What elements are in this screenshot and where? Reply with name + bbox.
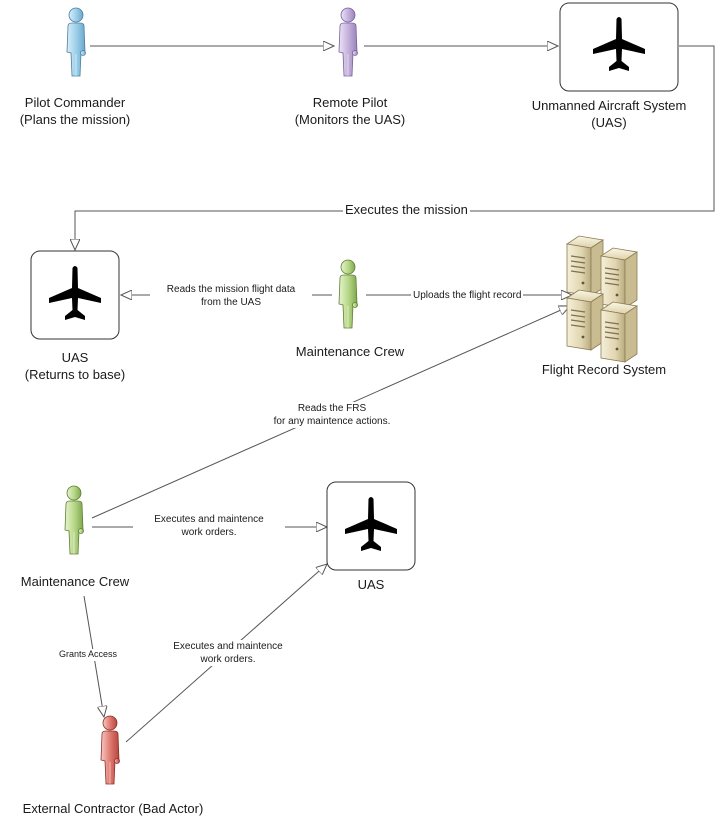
maintenance-crew-top-label: Maintenance Crew <box>295 344 405 359</box>
uas-return-box <box>30 250 120 340</box>
person-icon <box>338 7 358 77</box>
pilot-commander-label: Pilot Commander (Plans the mission) <box>0 95 150 129</box>
person-icon <box>66 7 86 77</box>
connectors <box>75 45 715 743</box>
reads-frs-line1: Reads the FRS <box>297 403 367 414</box>
person-icon <box>64 485 84 555</box>
server-icon <box>566 235 638 363</box>
reads-frs-label: Reads the FRS for any maintence actions. <box>250 402 414 428</box>
uas-bottom-label: UAS <box>357 577 385 592</box>
uas-return-name: UAS <box>61 350 89 365</box>
uas-system-box <box>559 2 679 92</box>
person-icon <box>338 259 358 329</box>
contractor-executes-orders-line2: work orders. <box>200 654 256 665</box>
uas-system-name: Unmanned Aircraft System <box>531 98 687 113</box>
reads-flight-data-line1: Reads the mission flight data <box>166 284 296 295</box>
reads-flight-data-label: Reads the mission flight data from the U… <box>150 283 312 309</box>
uas-bottom-box <box>326 481 416 571</box>
person-icon <box>100 715 120 785</box>
reads-flight-data-line2: from the UAS <box>200 297 262 308</box>
flight-record-system-label: Flight Record System <box>541 362 667 377</box>
uploads-record-label: Uploads the flight record <box>411 289 524 302</box>
contractor-label: External Contractor (Bad Actor) <box>22 801 204 816</box>
contractor-executes-orders-line1: Executes and maintence <box>173 641 283 652</box>
uas-system-label: Unmanned Aircraft System (UAS) <box>509 98 709 132</box>
contractor-executes-orders-label: Executes and maintence work orders. <box>152 640 304 666</box>
crew-executes-orders-line2: work orders. <box>181 527 237 538</box>
pilot-commander-role: (Plans the mission) <box>19 111 131 127</box>
remote-pilot-role: (Monitors the UAS) <box>294 111 406 127</box>
crew-executes-orders-line1: Executes and maintence <box>154 514 264 525</box>
pilot-commander-name: Pilot Commander <box>24 95 126 110</box>
edge-executes-mission <box>75 45 715 250</box>
crew-executes-orders-label: Executes and maintence work orders. <box>133 513 285 539</box>
uas-return-label: UAS (Returns to base) <box>0 350 150 384</box>
reads-frs-line2: for any maintence actions. <box>273 416 391 427</box>
remote-pilot-name: Remote Pilot <box>312 95 388 110</box>
uas-return-role: (Returns to base) <box>24 366 126 382</box>
executes-mission-label: Executes the mission <box>343 202 470 219</box>
uas-system-abbrev: (UAS) <box>591 114 627 130</box>
maintenance-crew-bottom-label: Maintenance Crew <box>20 574 130 589</box>
remote-pilot-label: Remote Pilot (Monitors the UAS) <box>270 95 430 129</box>
grants-access-label: Grants Access <box>57 649 120 661</box>
